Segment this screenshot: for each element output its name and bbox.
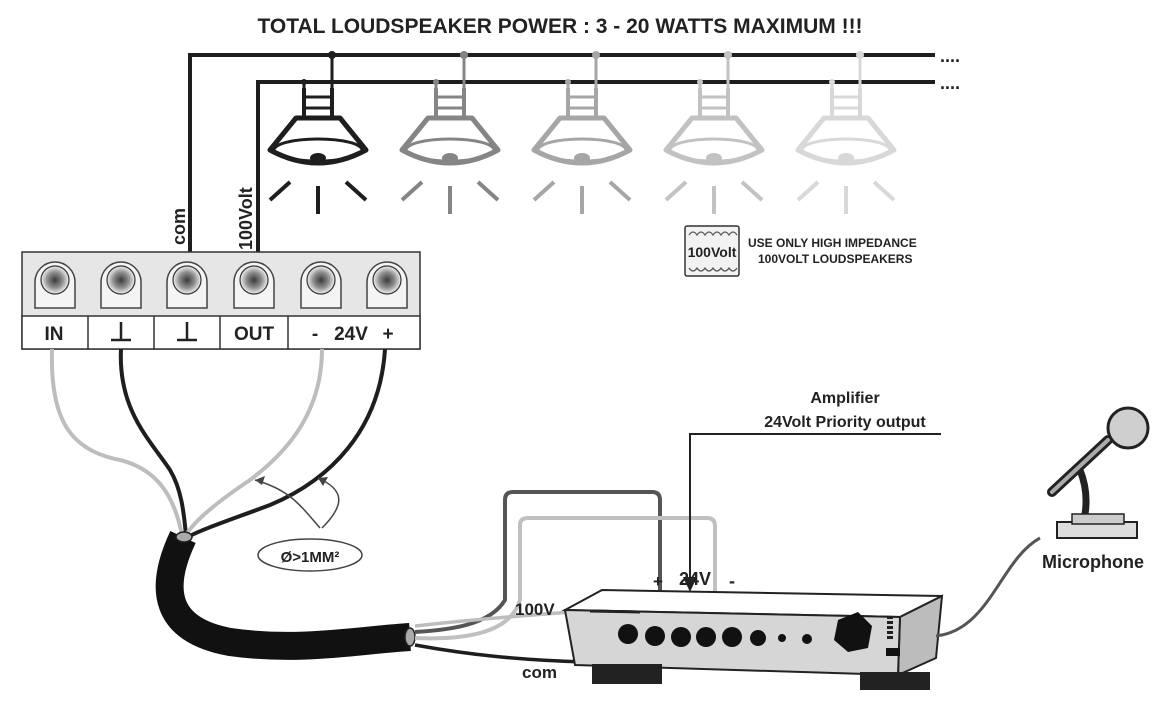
volt-wire-label: 100Volt [236, 187, 256, 250]
terminal-label-out: OUT [234, 324, 275, 345]
terminal-to-cable-wires [49, 348, 387, 539]
terminal-label-plus: + [382, 324, 393, 345]
terminal-socket [100, 261, 142, 309]
impedance-notice: 100Volt USE ONLY HIGH IMPEDANCE 100VOLT … [684, 225, 917, 277]
terminal-socket [166, 261, 208, 309]
cable-cross-section-label: Ø>1MM² [281, 549, 340, 566]
amplifier-knob [671, 627, 691, 647]
loudspeaker-icon [531, 51, 633, 214]
bus-continuation-bottom: .... [940, 73, 960, 93]
loudspeaker-row [267, 51, 897, 214]
loudspeaker-icon [795, 51, 897, 214]
microphone-icon [1047, 406, 1150, 539]
amplifier-knob [645, 626, 665, 646]
priority-output-arrow [683, 433, 941, 592]
amplifier-knob [778, 634, 786, 642]
bus-continuation-top: .... [940, 46, 960, 66]
cable-to-amplifier-wires [414, 490, 717, 664]
ground-symbol-1 [111, 322, 131, 342]
amplifier-plus-label: + [653, 572, 663, 591]
amplifier-unit [561, 588, 944, 690]
main-cable [155, 531, 416, 660]
microphone-cable [935, 536, 1041, 638]
power-switch [886, 648, 900, 656]
amplifier-subtitle: 24Volt Priority output [764, 414, 926, 431]
volume-knob [834, 612, 872, 652]
amplifier-knob [722, 627, 742, 647]
loudspeaker-icon [267, 51, 369, 214]
loudspeaker-icon [663, 51, 765, 214]
100volt-badge-label: 100Volt [688, 244, 737, 260]
microphone-label: Microphone [1042, 552, 1144, 572]
amplifier-100v-label: 100V [515, 600, 555, 619]
amplifier-knob [696, 627, 716, 647]
amplifier-title: Amplifier [810, 390, 879, 407]
diagram-title: TOTAL LOUDSPEAKER POWER : 3 - 20 WATTS M… [257, 15, 862, 38]
notice-line-2: 100VOLT LOUDSPEAKERS [758, 252, 912, 266]
amplifier-com-label: com [522, 663, 557, 682]
amplifier-24v-label: 24V [679, 569, 711, 589]
cable-cross-section-note: Ø>1MM² [254, 476, 363, 572]
terminal-sockets [34, 261, 408, 309]
notice-line-1: USE ONLY HIGH IMPEDANCE [748, 236, 917, 250]
terminal-block: IN OUT - 24V + [21, 251, 421, 350]
100volt-badge [684, 225, 740, 277]
amplifier-knob [618, 624, 638, 644]
amplifier-knob [802, 634, 812, 644]
loudspeaker-icon [399, 51, 501, 214]
terminal-label-minus: - [312, 324, 318, 345]
amplifier-knobs [618, 624, 812, 647]
terminal-socket [233, 261, 275, 309]
amplifier-knob [750, 630, 766, 646]
terminal-socket [34, 261, 76, 309]
ground-symbol-2 [177, 322, 197, 342]
level-meter [887, 616, 893, 639]
amplifier-minus-label: - [729, 571, 735, 591]
speaker-bus-wires [188, 53, 935, 252]
terminal-label-24v: 24V [334, 324, 368, 345]
terminal-socket [366, 261, 408, 309]
com-wire-label: com [169, 208, 189, 245]
terminal-socket [300, 261, 342, 309]
terminal-label-in: IN [45, 324, 64, 345]
